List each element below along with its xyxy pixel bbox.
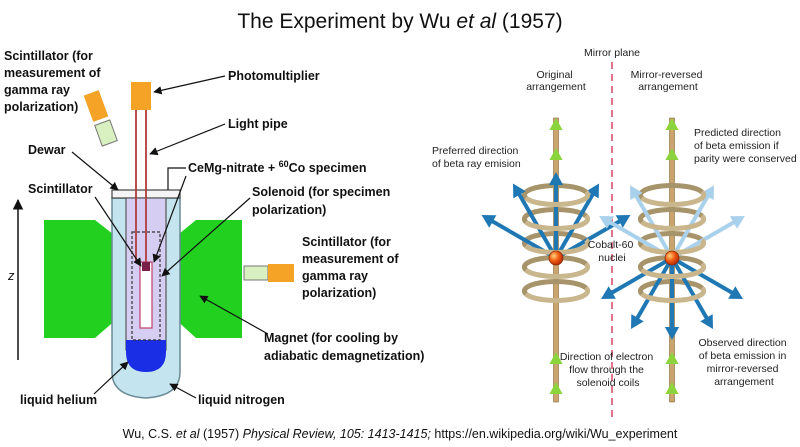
solenoid-coil-front [640, 190, 707, 207]
beta-emission-arrow-down-head [728, 286, 744, 299]
label-specimen: CeMg-nitrate + 60Co specimen [188, 159, 366, 175]
scintillator-right-tube [268, 264, 294, 282]
arrow-solenoid [161, 197, 251, 277]
solenoid-coil-front [640, 214, 707, 231]
magnet-left [44, 220, 118, 338]
solenoid-coil-back [521, 207, 588, 224]
scintillator-top [94, 119, 118, 147]
label-mirror-reversed: Mirror-reversed arrangement [631, 69, 706, 93]
bracket-specimen [167, 167, 186, 190]
electron-flow-arrow [549, 352, 563, 364]
label-electron-flow: Direction of electron flow through the s… [560, 351, 656, 389]
cobalt-nucleus [548, 250, 564, 266]
label-photomultiplier: Photomultiplier [228, 69, 320, 83]
solenoid-outline [131, 231, 161, 341]
beta-emission-arrow-up-head [599, 216, 615, 229]
solenoid-coil-back [637, 207, 704, 224]
solenoid-coil-back [521, 279, 588, 296]
citation: Wu, C.S. et al (1957) Physical Review, 1… [123, 427, 678, 441]
electron-flow-arrow [549, 148, 563, 160]
specimen-holder [139, 261, 153, 329]
beta-emission-arrow-down [670, 256, 710, 323]
solenoid-coil-back [637, 255, 704, 272]
arrow-dewar [71, 151, 119, 191]
arrow-scintillator-left [94, 196, 142, 267]
label-mirror-plane: Mirror plane [584, 47, 640, 59]
apparatus: z [7, 82, 294, 399]
page-title: The Experiment by Wu et al (1957) [237, 10, 562, 33]
solenoid-coil-front [640, 238, 707, 255]
electron-flow-arrow [665, 352, 679, 364]
scintillator-top-tube [83, 90, 109, 122]
label-light-pipe: Light pipe [228, 117, 288, 131]
apparatus-labels: Scintillator (for measurement of gamma r… [4, 49, 424, 407]
specimen [142, 262, 150, 271]
beta-emission-arrow-down-head [700, 314, 713, 330]
arrow-specimen [152, 175, 187, 263]
cobalt-nucleus [664, 250, 680, 266]
label-solenoid: Solenoid (for specimen polarization) [252, 185, 394, 217]
parity-diagram: Mirror plane Original arrangement Mirror… [432, 47, 797, 420]
beta-emission-arrow-up-head [630, 185, 643, 201]
arrow-magnet [199, 295, 269, 335]
scintillator-right [243, 265, 269, 281]
solenoid-coil-front [524, 286, 591, 303]
electron-flow-arrow [665, 382, 679, 394]
liquid-helium [126, 340, 166, 372]
beta-emission-arrow-down [634, 256, 674, 323]
solenoid-coil-front [640, 286, 707, 303]
solenoid-coil-back [521, 183, 588, 200]
electron-flow-arrow [665, 148, 679, 160]
beta-emission-arrow-up-head [701, 185, 714, 201]
label-predicted-direction: Predicted direction of beta emission if … [694, 127, 797, 165]
arrow-liquid-nitrogen [169, 383, 197, 399]
label-magnet: Magnet (for cooling by adiabatic demagne… [264, 331, 424, 363]
arrow-liquid-helium [93, 361, 129, 395]
label-preferred-direction: Preferred direction of beta ray emision [432, 145, 521, 170]
solenoid-coil-front [524, 238, 591, 255]
solenoid-coil-front [524, 262, 591, 279]
magnet-right [174, 220, 242, 338]
beta-emission-arrow-down-head [631, 314, 644, 330]
label-liquid-nitrogen: liquid nitrogen [198, 393, 285, 407]
mirror-reversed-arrangement [599, 117, 745, 403]
beta-emission-arrow-down-head [664, 327, 680, 340]
beta-emission-arrow-up-head [513, 183, 526, 199]
arrow-photomultiplier [153, 75, 226, 95]
label-observed-direction: Observed direction of beta emission in m… [698, 337, 789, 388]
label-scintillator-left: Scintillator [28, 182, 93, 196]
beta-emission-arrow-down-head [600, 286, 616, 299]
beta-emission-arrow-down [670, 256, 737, 296]
label-cobalt-nuclei: Cobalt-60 nuclei [588, 239, 636, 264]
beta-emission-arrow-down [607, 256, 674, 296]
label-scintillator-right: Scintillator (for measurement of gamma r… [302, 235, 402, 300]
electron-flow-arrow [665, 118, 679, 130]
label-dewar: Dewar [28, 143, 66, 157]
label-liquid-helium: liquid helium [20, 393, 97, 407]
label-scintillator-top: Scintillator (for measurement of gamma r… [4, 49, 104, 114]
electron-flow-arrow [549, 382, 563, 394]
z-axis-label: z [7, 268, 15, 283]
beta-emission-arrow-up-head [615, 215, 631, 228]
beta-emission-arrow-up-head [729, 216, 745, 229]
arrow-light-pipe [149, 123, 226, 156]
solenoid-coil-front [524, 214, 591, 231]
label-original: Original arrangement [526, 69, 586, 93]
original-arrangement [481, 117, 631, 403]
solenoid-coil-back [637, 279, 704, 296]
photomultiplier [131, 82, 151, 110]
beta-emission-arrow-up-head [548, 172, 564, 185]
beta-emission-arrow-up-head [586, 183, 599, 199]
solenoid-coil-back [521, 255, 588, 272]
solenoid-coil-front [640, 262, 707, 279]
solenoid-coil-front [524, 190, 591, 207]
beta-emission-arrow-up-head [481, 215, 497, 228]
electron-flow-arrow [549, 118, 563, 130]
